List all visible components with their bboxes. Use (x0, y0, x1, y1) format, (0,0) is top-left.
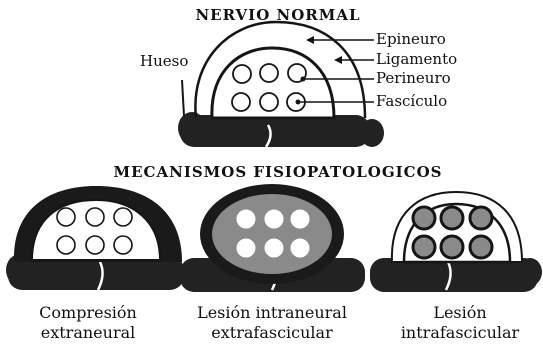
caption-3-line-1: Lesión (433, 303, 486, 322)
dot-fasciculo (296, 100, 301, 105)
panel-intraneural-extrafascicular (180, 184, 365, 292)
label-fasciculo: Fascículo (376, 92, 447, 110)
arrowhead-epineuro (306, 36, 314, 44)
caption-1-line-1: Compresión (39, 303, 137, 322)
panel-extraneural-compression (6, 186, 184, 290)
dot-perineuro (301, 77, 306, 82)
label-epineuro: Epineuro (376, 30, 446, 48)
caption-2-line-2: extrafascicular (211, 323, 333, 342)
title-mechanisms: MECANISMOS FISIOPATOLOGICOS (114, 163, 443, 181)
pointer-hueso (182, 80, 184, 116)
label-perineuro: Perineuro (376, 69, 451, 87)
caption-2-line-1: Lesión intraneural (197, 303, 347, 322)
caption-3-line-2: intrafascicular (401, 323, 520, 342)
label-ligamento: Ligamento (376, 50, 457, 68)
label-hueso: Hueso (140, 52, 188, 70)
panel-intrafascicular (370, 192, 542, 292)
arrowhead-ligamento (334, 56, 342, 64)
caption-1-line-2: extraneural (41, 323, 136, 342)
